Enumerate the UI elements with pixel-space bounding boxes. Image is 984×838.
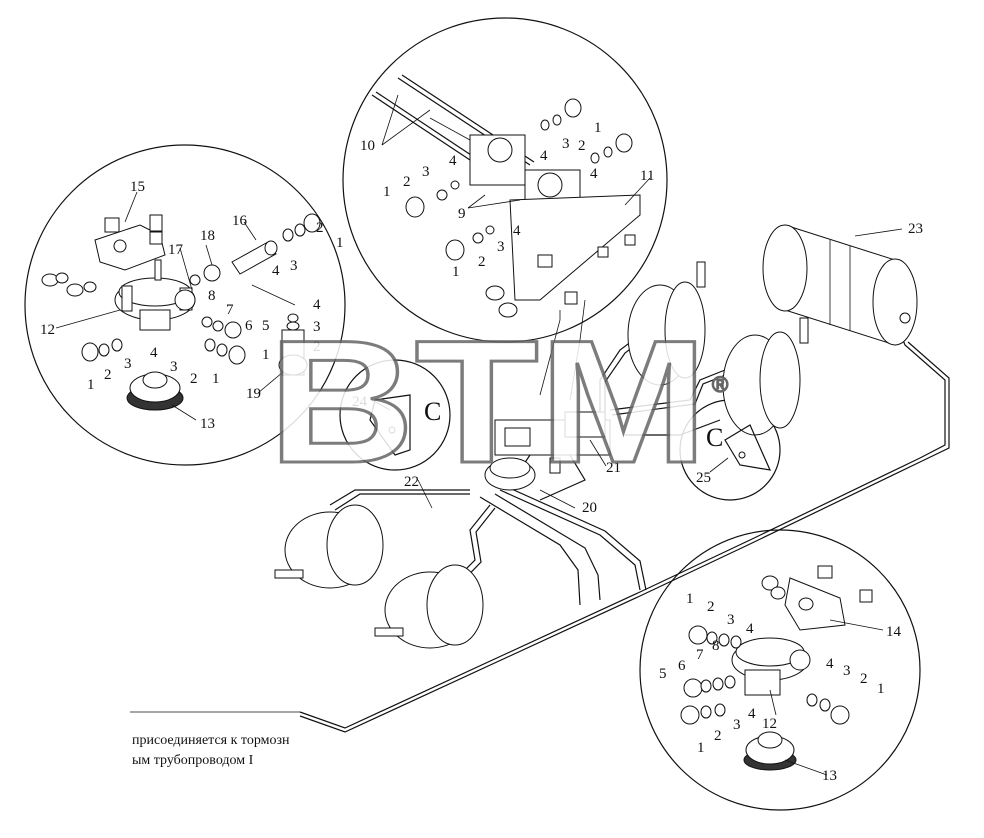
callout-4-g: 4 <box>449 153 457 169</box>
left-detail-parts <box>41 213 321 411</box>
callout-1-j: 1 <box>877 681 885 697</box>
callout-4-f: 4 <box>590 166 598 182</box>
callout-2-a: 2 <box>316 220 324 236</box>
callout-2-k: 2 <box>714 728 722 744</box>
callout-1-i: 1 <box>686 591 694 607</box>
callout-1-a: 1 <box>336 235 344 251</box>
callout-16: 16 <box>232 213 248 229</box>
callout-2-c: 2 <box>190 371 198 387</box>
note-line-2: ым трубопроводом I <box>132 753 254 768</box>
callout-2-i: 2 <box>707 599 715 615</box>
callout-2-b: 2 <box>313 339 321 355</box>
callout-4-b: 4 <box>313 297 321 313</box>
callout-20: 20 <box>582 500 597 516</box>
brake-chambers <box>274 261 809 649</box>
callout-4-e: 4 <box>540 148 548 164</box>
callout-4-k: 4 <box>748 706 756 722</box>
callout-9: 9 <box>458 206 466 222</box>
callout-4-j: 4 <box>826 656 834 672</box>
callout-3-c: 3 <box>170 359 178 375</box>
callout-3-d: 3 <box>124 356 132 372</box>
clip-letter-24: С <box>424 397 441 426</box>
callout-2-h: 2 <box>478 254 486 270</box>
callout-24: 24 <box>352 394 368 410</box>
callout-22: 22 <box>404 474 419 490</box>
callout-12-left: 12 <box>40 322 55 338</box>
callout-17: 17 <box>168 242 184 258</box>
callout-18: 18 <box>200 228 215 244</box>
callout-3-g: 3 <box>422 164 430 180</box>
callout-3-i: 3 <box>727 612 735 628</box>
callout-3-j: 3 <box>843 663 851 679</box>
callout-4-c: 4 <box>150 345 158 361</box>
callout-3-a: 3 <box>290 258 298 274</box>
callout-5-br: 5 <box>659 666 667 682</box>
callout-25: 25 <box>696 470 711 486</box>
callout-4-i: 4 <box>746 621 754 637</box>
callout-3-b: 3 <box>313 319 321 335</box>
callout-1-e: 1 <box>594 120 602 136</box>
callout-2-d: 2 <box>104 367 112 383</box>
air-tank <box>762 224 918 346</box>
callout-4-a: 4 <box>272 263 280 279</box>
callout-11: 11 <box>640 168 654 184</box>
clip-details <box>369 394 772 471</box>
detail-circle-left <box>24 144 346 466</box>
callout-15: 15 <box>130 179 145 195</box>
callout-8-br: 8 <box>712 638 720 654</box>
bottom-right-detail-parts <box>680 565 873 771</box>
top-detail-parts <box>371 74 641 318</box>
watermark-registered-mark: ® <box>712 372 728 397</box>
callout-1-k: 1 <box>697 740 705 756</box>
callout-10: 10 <box>360 138 375 154</box>
detail-circle-24 <box>339 359 451 471</box>
callout-3-e: 3 <box>562 136 570 152</box>
callout-2-g: 2 <box>403 174 411 190</box>
callout-7-br: 7 <box>696 647 704 663</box>
callout-23: 23 <box>908 221 923 237</box>
callout-19: 19 <box>246 386 261 402</box>
callout-4-h: 4 <box>513 223 521 239</box>
clip-letter-25: С <box>706 423 723 452</box>
callout-6-br: 6 <box>678 658 686 674</box>
callout-13-br: 13 <box>822 768 837 784</box>
callout-1-b: 1 <box>262 347 270 363</box>
callout-12-br: 12 <box>762 716 777 732</box>
note-line-1: присоединяется к тормозн <box>132 733 290 748</box>
callout-3-h: 3 <box>497 239 505 255</box>
callout-21: 21 <box>606 460 621 476</box>
callout-1-h: 1 <box>452 264 460 280</box>
watermark-logo: BTM <box>268 305 708 500</box>
callout-7-left: 7 <box>226 302 234 318</box>
callout-labels: 15 16 17 18 12 13 19 1 2 3 4 4 3 2 1 8 7… <box>40 120 923 784</box>
callout-1-c: 1 <box>212 371 220 387</box>
callout-1-d: 1 <box>87 377 95 393</box>
callout-5-left: 5 <box>262 318 270 334</box>
callout-2-j: 2 <box>860 671 868 687</box>
callout-3-k: 3 <box>733 717 741 733</box>
callout-1-g: 1 <box>383 184 391 200</box>
callout-13-left: 13 <box>200 416 215 432</box>
callout-6-left: 6 <box>245 318 253 334</box>
detail-circle-top <box>342 17 668 343</box>
center-valves <box>484 411 611 491</box>
leader-lines <box>55 94 903 776</box>
callout-14: 14 <box>886 624 902 640</box>
callout-2-e: 2 <box>578 138 586 154</box>
callout-8-left: 8 <box>208 288 216 304</box>
